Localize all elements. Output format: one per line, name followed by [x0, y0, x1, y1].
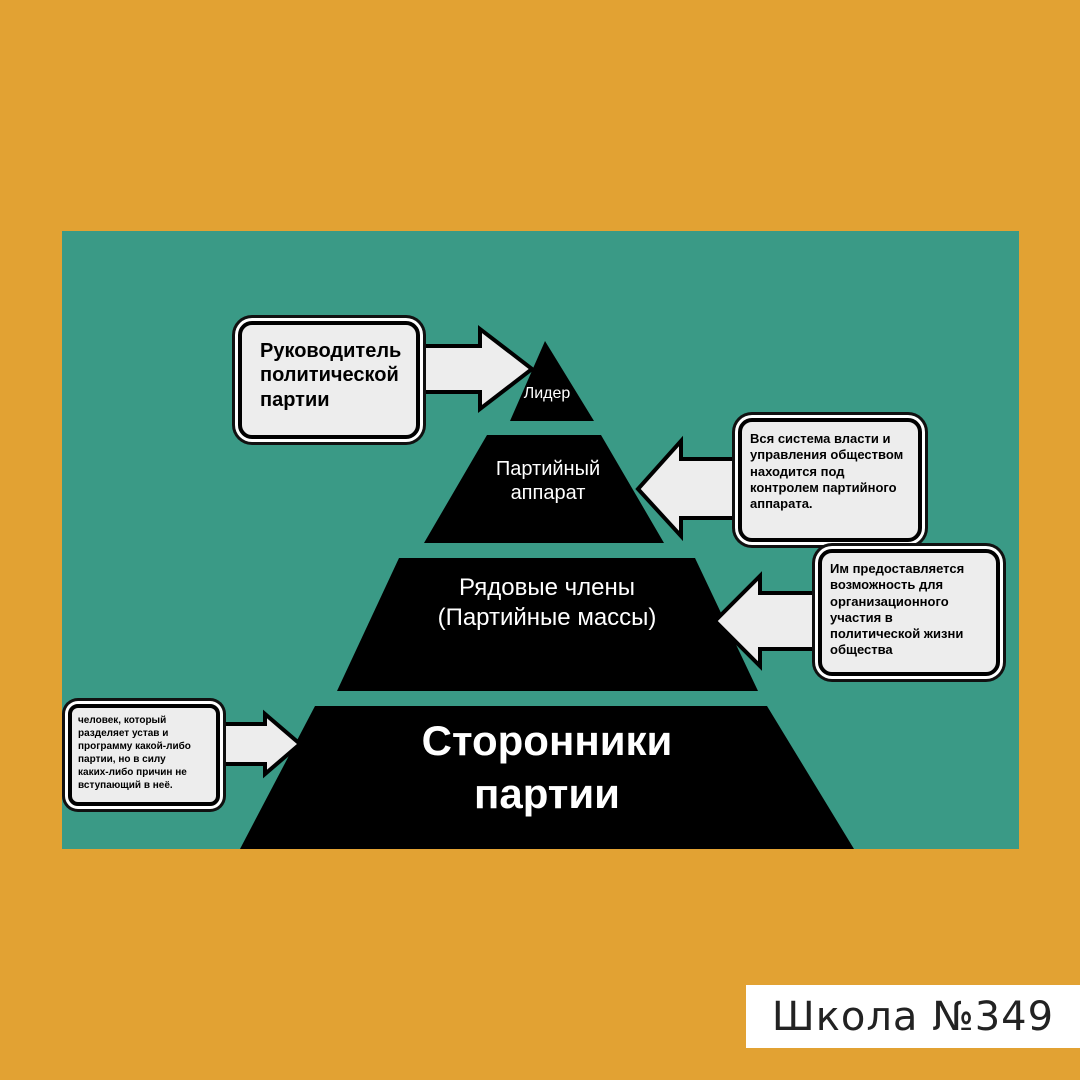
level-label-supporters: Сторонники партии: [421, 717, 673, 817]
callout-leader: Руководитель политической партии: [238, 321, 420, 439]
callout-supporters: человек, который разделяет устав и прогр…: [68, 704, 220, 806]
pyramid-level-apparatus: [424, 435, 664, 543]
arrow-leader: [416, 324, 536, 414]
callout-supporters-text: человек, который разделяет устав и прогр…: [78, 715, 191, 791]
diagram-panel: Лидер Партийный аппарат Рядовые члены (П…: [62, 231, 1019, 849]
pyramid-level-members: [337, 558, 758, 691]
callout-members-text: Им предоставляется возможность для орган…: [830, 561, 965, 658]
school-label: Школа №349: [746, 985, 1080, 1048]
level-label-leader: Лидер: [523, 385, 571, 402]
callout-apparatus: Вся система власти и управления общество…: [738, 418, 922, 542]
pyramid-level-supporters: [240, 706, 854, 849]
callout-leader-text: Руководитель политической партии: [260, 340, 402, 411]
arrow-supporters: [216, 709, 304, 779]
level-label-apparatus: Партийный аппарат: [495, 458, 601, 504]
callout-apparatus-text: Вся система власти и управления общество…: [750, 431, 904, 511]
arrow-apparatus: [635, 435, 740, 542]
pyramid-level-leader: [510, 341, 594, 421]
pyramid-diagram: [216, 324, 854, 849]
callout-members: Им предоставляется возможность для орган…: [818, 549, 1000, 676]
level-label-members: Рядовые члены (Партийные массы): [437, 574, 657, 631]
arrow-members: [712, 571, 820, 671]
